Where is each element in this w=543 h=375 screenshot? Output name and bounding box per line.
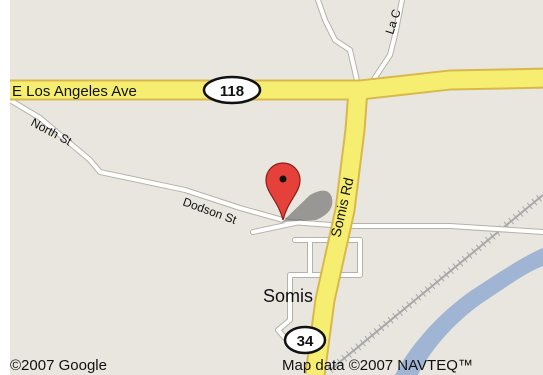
- marker-shadow: [282, 190, 333, 222]
- copyright-google: ©2007 Google: [10, 357, 107, 374]
- map-canvas[interactable]: E Los Angeles Ave North St Dodson St Som…: [10, 0, 543, 375]
- route-shield-34: 34: [283, 325, 327, 355]
- route-shield-118: 118: [202, 75, 262, 105]
- route-shield-34-number: 34: [297, 333, 314, 350]
- route-shield-118-number: 118: [220, 83, 244, 100]
- highways: [10, 67, 543, 375]
- river: [395, 248, 543, 375]
- railroad: [327, 191, 543, 374]
- street-label-los-angeles-ave: E Los Angeles Ave: [12, 83, 137, 100]
- map-pin-icon[interactable]: [265, 162, 301, 221]
- town-label-somis: Somis: [263, 286, 313, 306]
- copyright-map-data: Map data ©2007 NAVTEQ™: [282, 357, 473, 374]
- map-svg: E Los Angeles Ave North St Dodson St Som…: [10, 0, 543, 375]
